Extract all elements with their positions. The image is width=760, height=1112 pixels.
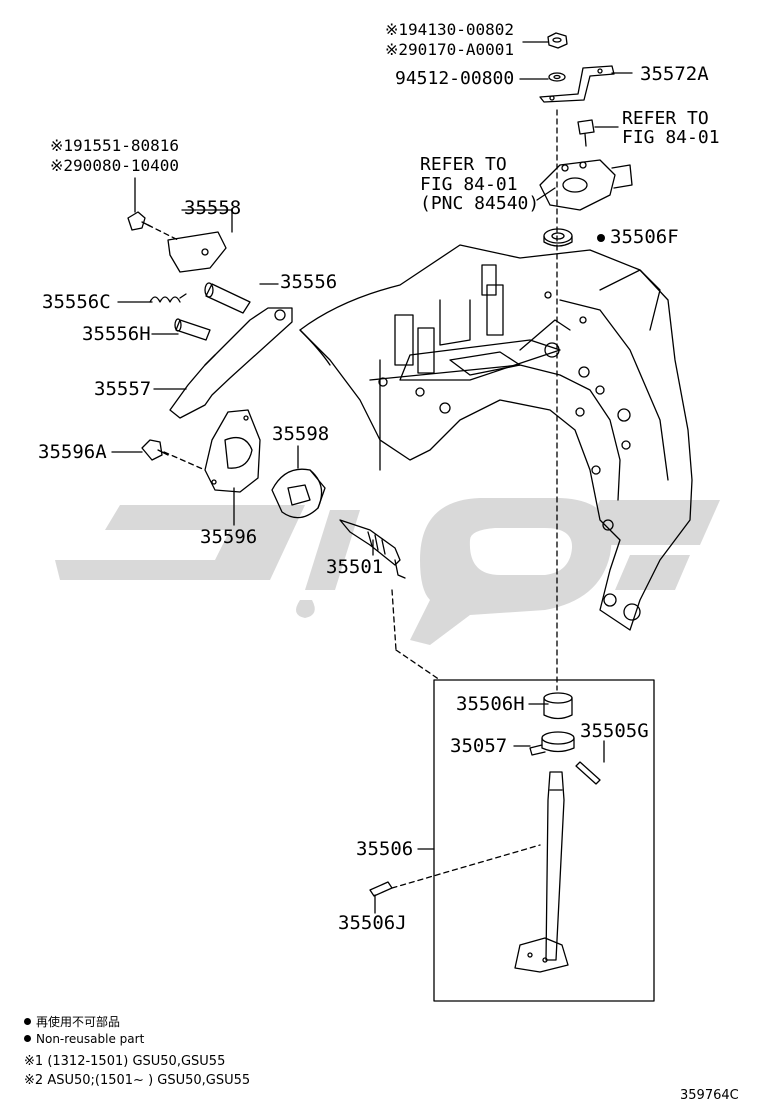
label-35506F: 35506F: [597, 227, 679, 247]
lever-35057: [529, 731, 575, 756]
pin-35506J: [369, 881, 393, 897]
label-91551: ※191551-80816: [50, 136, 180, 155]
label-35596: 35596: [200, 526, 258, 548]
label-90080: ※290080-10400: [50, 156, 180, 175]
leader-lines: [111, 41, 633, 914]
washer-94512: [548, 72, 566, 82]
shaft-35501: [339, 519, 406, 579]
legend-non-reusable-en: Non-reusable part: [24, 1032, 144, 1046]
bolt-91551: [127, 211, 151, 231]
label-35506J: 35506J: [338, 912, 407, 934]
transmission-case: [299, 244, 693, 631]
label-94512: 94512-00800: [395, 68, 515, 89]
label-35558: 35558: [184, 197, 242, 219]
lever-35557: [169, 307, 293, 419]
label-refer1-line1: REFER TO: [622, 108, 709, 129]
label-refer2-line3: (PNC 84540): [420, 193, 540, 214]
collar-35598: [271, 468, 326, 519]
bolt-refer-fig: [577, 119, 595, 147]
label-35572A: 35572A: [640, 63, 709, 85]
bracket-35572A: [539, 65, 615, 103]
label-35506H: 35506H: [456, 693, 525, 715]
label-refer2-line1: REFER TO: [420, 154, 507, 175]
plate-35558: [167, 231, 227, 273]
seal-35506F: [543, 228, 573, 247]
label-35556: 35556: [280, 271, 338, 293]
non-reusable-dot: [597, 234, 605, 242]
label-35556H: 35556H: [82, 323, 151, 345]
legend-dot: [24, 1018, 31, 1025]
legend-note1: ※1 (1312-1501) GSU50,GSU55: [24, 1054, 226, 1069]
label-35501: 35501: [326, 556, 384, 578]
label-refer2-line2: FIG 84-01: [420, 174, 518, 195]
label-35598: 35598: [272, 423, 330, 445]
dashed-lines: [147, 109, 558, 889]
pin-35556H: [174, 318, 211, 341]
label-refer1-line2: FIG 84-01: [622, 127, 720, 148]
label-35556C: 35556C: [42, 291, 111, 313]
legend-dot: [24, 1035, 31, 1042]
neutral-switch: [539, 159, 633, 211]
legend-note2: ※2 ASU50;(1501~ ) GSU50,GSU55: [24, 1073, 251, 1088]
watermark-logo: [55, 498, 720, 645]
label-35057: 35057: [450, 735, 508, 757]
label-35557: 35557: [94, 378, 152, 400]
label-35596A: 35596A: [38, 441, 107, 463]
plate-35596: [204, 409, 261, 493]
pin-35505G: [575, 761, 601, 785]
spring-35556C: [149, 293, 187, 303]
detail-box: [433, 679, 655, 1002]
bolt-35596A: [141, 439, 169, 461]
pin-35556: [204, 282, 251, 314]
label-35506: 35506: [356, 838, 414, 860]
bushing-35506H: [543, 692, 573, 720]
label-90170: ※290170-A0001: [385, 40, 515, 59]
nut-94130: [547, 32, 568, 49]
figure-id: 359764C: [680, 1088, 739, 1103]
label-35505G: 35505G: [580, 720, 649, 742]
legend-non-reusable-jp: 再使用不可部品: [24, 1015, 120, 1029]
label-94130: ※194130-00802: [385, 20, 515, 39]
manual-shaft-35506: [514, 771, 569, 973]
